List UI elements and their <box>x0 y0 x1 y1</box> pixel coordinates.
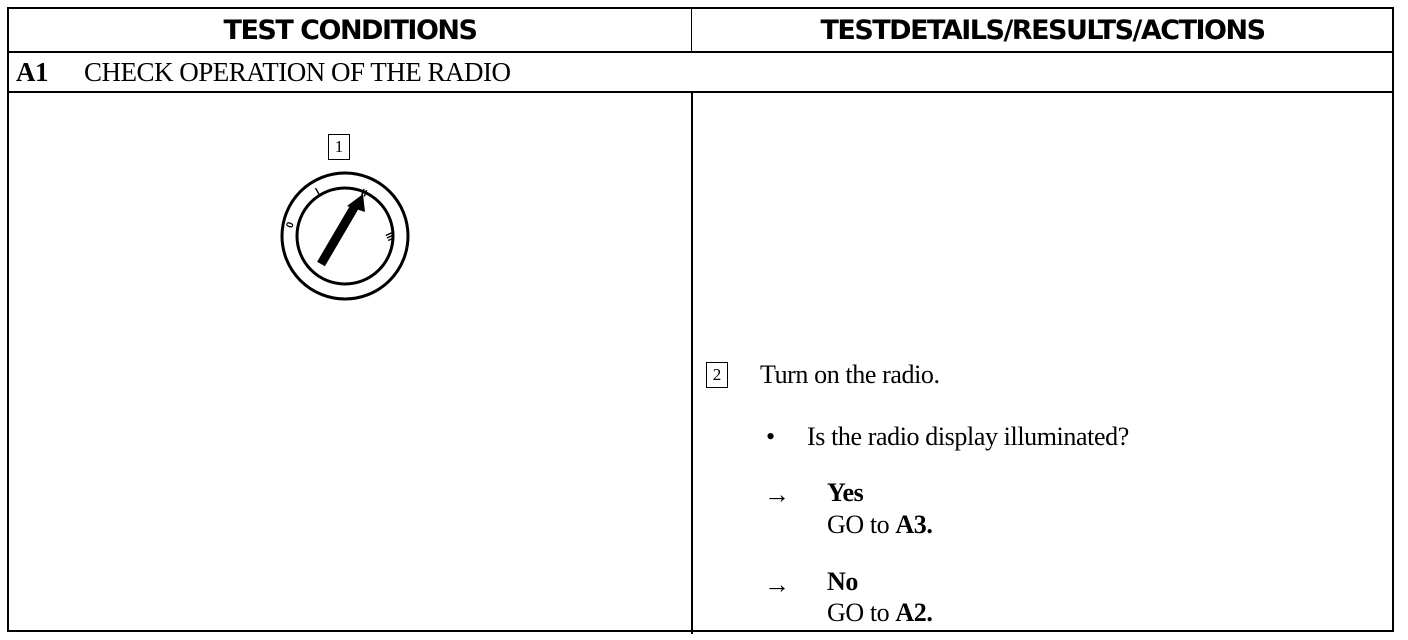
header-test-details: TESTDETAILS/RESULTS/ACTIONS <box>691 9 1393 51</box>
yes-arrow-icon: → <box>764 480 790 509</box>
step-1-box: 1 <box>328 134 350 160</box>
no-action-prefix: GO to <box>827 598 890 627</box>
ignition-position-label: I <box>314 186 322 197</box>
step-2-box: 2 <box>706 362 728 388</box>
ignition-position-label: 0 <box>285 220 297 229</box>
question-text: Is the radio display illuminated? <box>807 422 1129 451</box>
yes-label: Yes <box>827 478 864 507</box>
yes-action-target: A3. <box>895 510 933 539</box>
section-id: A1 <box>16 57 49 87</box>
column-divider <box>691 93 693 634</box>
section-title: CHECK OPERATION OF THE RADIO <box>84 57 511 87</box>
test-table: TEST CONDITIONS TESTDETAILS/RESULTS/ACTI… <box>7 7 1394 634</box>
ignition-switch-icon: 0 I II III <box>280 171 410 301</box>
step-2-instruction: Turn on the radio. <box>760 360 940 389</box>
table-header: TEST CONDITIONS TESTDETAILS/RESULTS/ACTI… <box>9 9 1392 53</box>
header-test-conditions: TEST CONDITIONS <box>223 14 478 46</box>
yes-action: GO to A3. <box>827 510 933 540</box>
no-action: GO to A2. <box>827 598 933 628</box>
bullet-icon: • <box>766 422 775 451</box>
no-label: No <box>827 567 858 596</box>
yes-action-prefix: GO to <box>827 510 890 539</box>
section-row: A1 CHECK OPERATION OF THE RADIO <box>9 53 1392 93</box>
no-arrow-icon: → <box>764 570 790 599</box>
no-action-target: A2. <box>895 598 933 627</box>
ignition-position-label: II <box>359 188 368 200</box>
